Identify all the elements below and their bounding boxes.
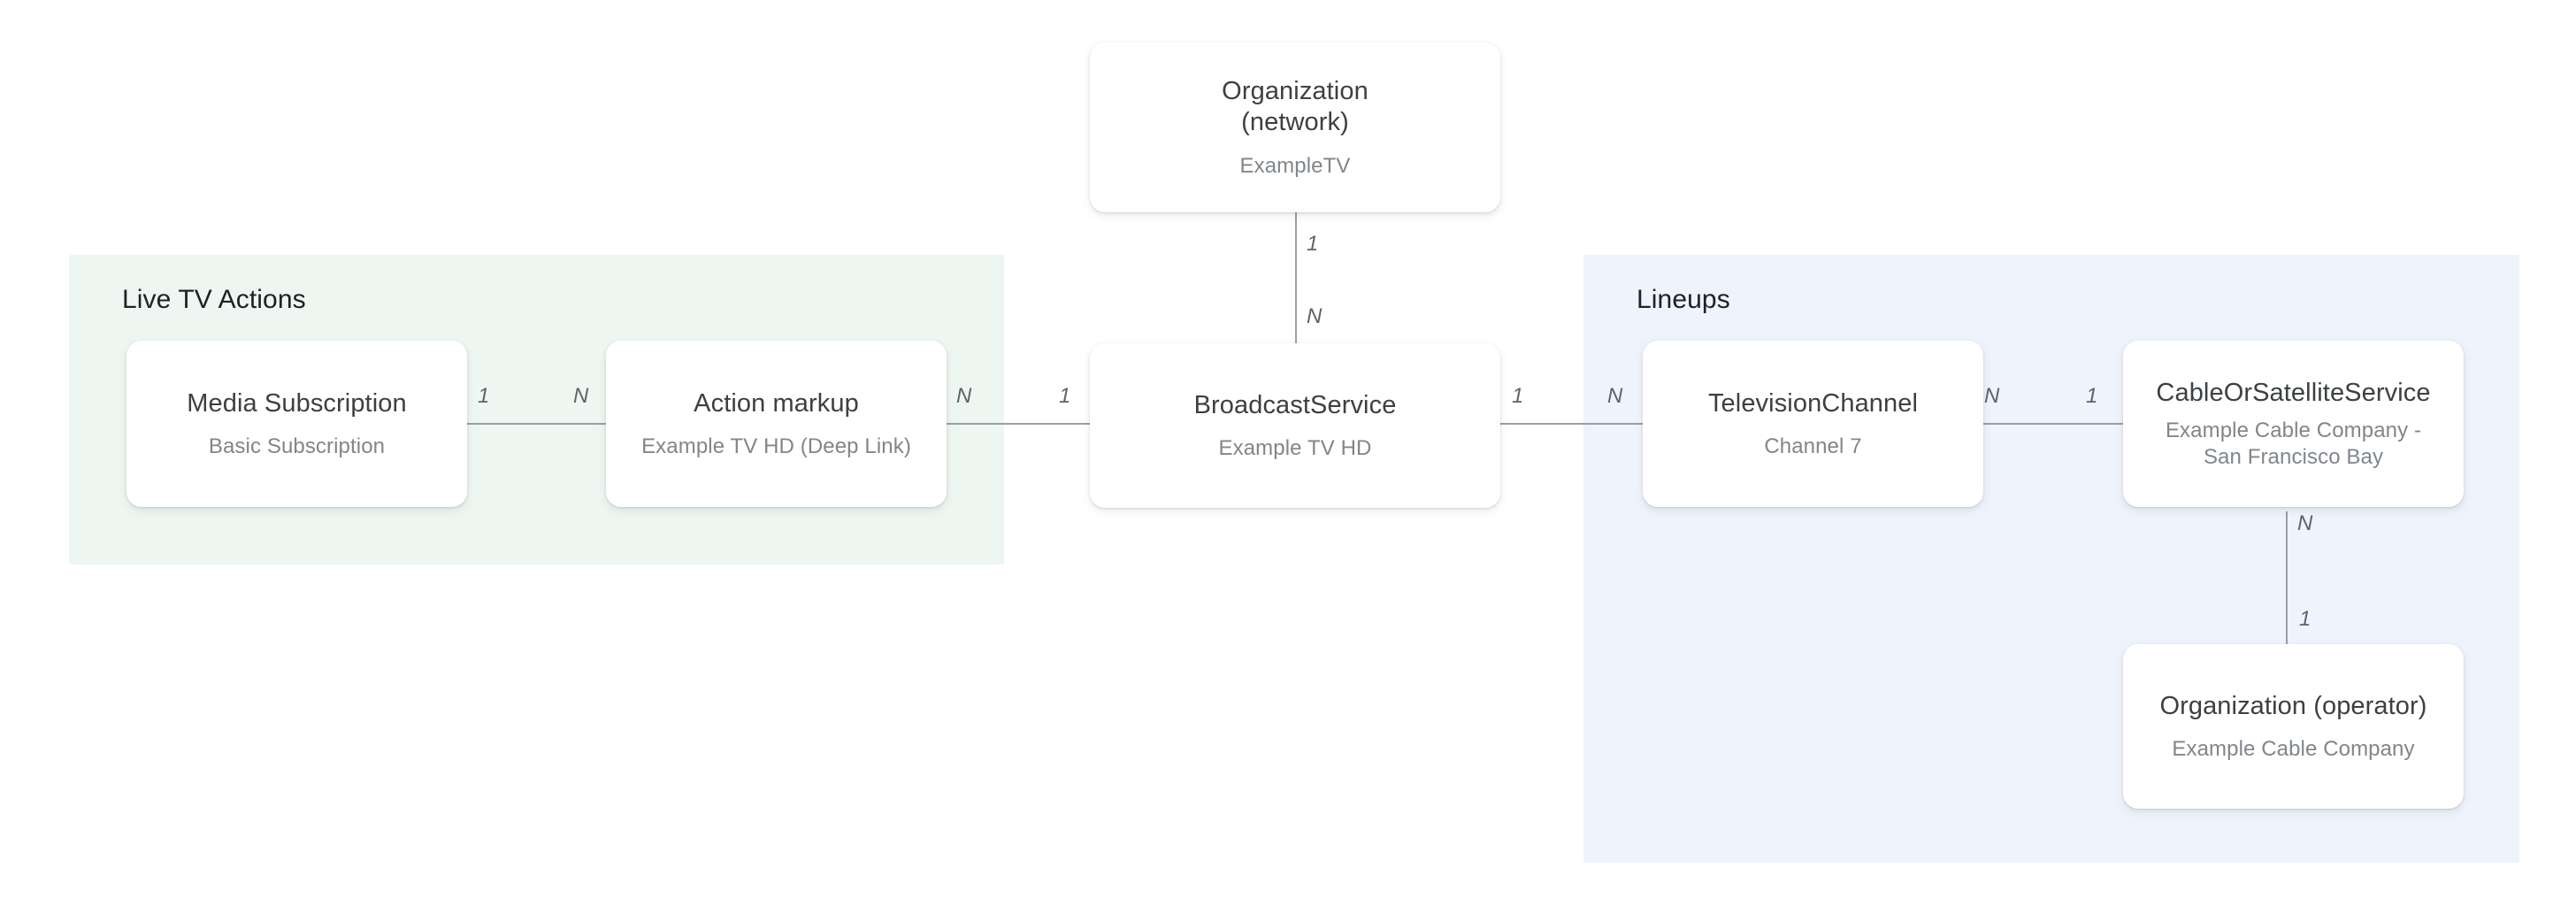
node-title-organization-operator: Organization (operator) [2159,691,2427,720]
edge-org-network-to-broadcast-service [1295,211,1297,345]
panel-title-lineups: Lineups [1637,285,1730,314]
node-subtitle-media-subscription: Basic Subscription [208,434,386,459]
cardinality-media-subscription-to-action-markup-from: 1 [478,384,490,408]
node-title-cable-or-satellite-service: CableOrSatelliteService [2156,379,2431,408]
node-subtitle-broadcast-service: Example TV HD [1218,436,1372,461]
node-subtitle-action-markup: Example TV HD (Deep Link) [641,434,911,459]
cardinality-cable-or-satellite-service-to-org-operator-to: 1 [2299,607,2312,631]
node-cable-or-satellite-service[interactable]: CableOrSatelliteService Example Cable Co… [2123,341,2464,507]
cardinality-broadcast-service-to-television-channel-from: 1 [1512,384,1524,408]
node-title-action-markup: Action markup [694,388,859,418]
node-title-broadcast-service: BroadcastService [1193,390,1397,419]
node-subtitle-organization-operator: Example Cable Company [2172,737,2415,762]
node-title-media-subscription: Media Subscription [187,388,407,418]
edge-television-channel-to-cable-or-satellite-service [1928,423,2123,425]
node-media-subscription[interactable]: Media Subscription Basic Subscription [126,341,467,507]
node-subtitle-television-channel: Channel 7 [1764,434,1862,459]
cardinality-cable-or-satellite-service-to-org-operator-from: N [2297,511,2313,535]
edge-action-markup-to-broadcast-service [938,423,1097,425]
node-title-organization-network: Organization (network) [1222,76,1368,137]
node-title-television-channel: TelevisionChannel [1707,388,1919,418]
node-organization-operator[interactable]: Organization (operator) Example Cable Co… [2123,644,2464,809]
cardinality-org-network-to-broadcast-service-to: N [1307,304,1322,328]
cardinality-television-channel-to-cable-or-satellite-service-to: 1 [2086,384,2098,408]
cardinality-action-markup-to-broadcast-service-to: 1 [1059,384,1071,408]
edge-cable-or-satellite-service-to-org-operator [2286,511,2288,646]
edge-broadcast-service-to-television-channel [1495,423,1645,425]
node-broadcast-service[interactable]: BroadcastService Example TV HD [1090,343,1500,508]
cardinality-action-markup-to-broadcast-service-from: N [956,384,972,408]
cardinality-media-subscription-to-action-markup-to: N [573,384,589,408]
cardinality-broadcast-service-to-television-channel-to: N [1607,384,1623,408]
panel-title-live-tv-actions: Live TV Actions [122,285,306,314]
cardinality-org-network-to-broadcast-service-from: 1 [1307,232,1319,256]
node-action-markup[interactable]: Action markup Example TV HD (Deep Link) [606,341,947,507]
node-subtitle-cable-or-satellite-service: Example Cable Company - San Francisco Ba… [2165,418,2422,469]
cardinality-television-channel-to-cable-or-satellite-service-from: N [1984,384,2000,408]
node-television-channel[interactable]: TelevisionChannel Channel 7 [1643,341,1983,507]
node-subtitle-organization-network: ExampleTV [1239,153,1351,178]
node-organization-network[interactable]: Organization (network) ExampleTV [1090,42,1500,212]
edge-media-subscription-to-action-markup [464,423,606,425]
